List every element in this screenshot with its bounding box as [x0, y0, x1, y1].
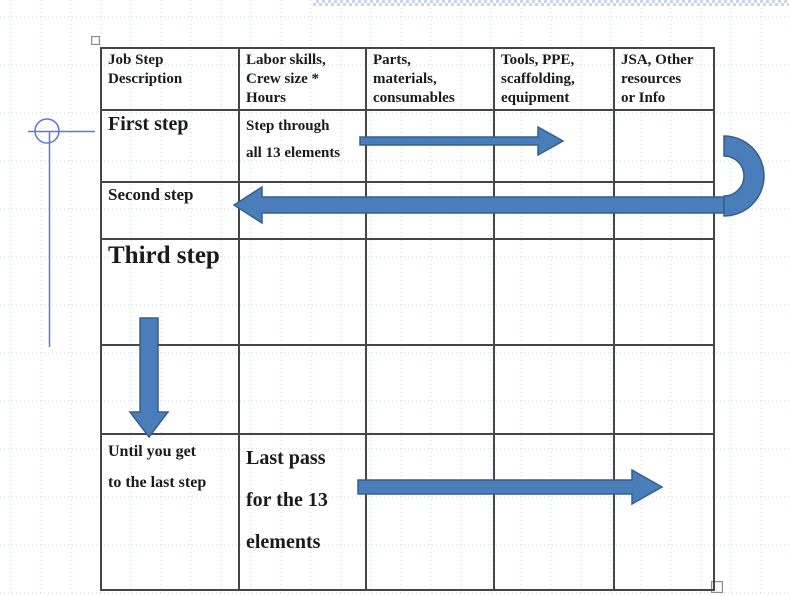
table-cell[interactable]	[238, 344, 367, 436]
header-label: Job Step Description	[108, 52, 183, 87]
flow-arrows	[128, 125, 765, 506]
header-row: Job Step Description Labor skills, Crew …	[100, 46, 715, 112]
last-pass-arrow-right-icon[interactable]	[357, 468, 664, 506]
header-label: Labor skills, Crew size * Hours	[246, 52, 326, 106]
cell-text: Third step	[108, 242, 220, 270]
header-tools-ppe[interactable]: Tools, PPE, scaffolding, equipment	[493, 46, 615, 112]
table-cell[interactable]	[238, 238, 367, 347]
cell-text: Until you get to the last step	[108, 443, 207, 491]
header-label: Parts, materials, consumables	[373, 52, 455, 106]
table-cell[interactable]	[100, 344, 240, 436]
cell-text: Step through all 13 elements	[246, 118, 341, 162]
job-step-analysis-table: Job Step Description Labor skills, Crew …	[100, 46, 715, 592]
down-arrow-icon[interactable]	[128, 317, 170, 439]
cell-text: Second step	[108, 185, 194, 205]
table-cell[interactable]	[365, 238, 495, 347]
table-cell[interactable]	[493, 238, 615, 347]
header-labor-skills[interactable]: Labor skills, Crew size * Hours	[238, 46, 367, 112]
cell-text: First step	[108, 113, 189, 136]
connector-shape[interactable]	[28, 118, 95, 347]
cell-until-last-step[interactable]: Until you get to the last step	[100, 433, 240, 592]
header-label: Tools, PPE, scaffolding, equipment	[501, 52, 575, 106]
table-row: Until you get to the last step Last pass…	[100, 433, 715, 592]
table-cell[interactable]	[613, 344, 715, 436]
table-cell[interactable]	[493, 433, 615, 592]
table-cell[interactable]	[613, 238, 715, 347]
u-turn-hook-icon[interactable]	[723, 135, 765, 217]
top-checker-strip	[313, 0, 789, 6]
table-cell[interactable]	[613, 433, 715, 592]
header-label: JSA, Other resources or Info	[621, 52, 694, 106]
table-row: First step Step through all 13 elements	[100, 109, 715, 184]
header-parts-materials[interactable]: Parts, materials, consumables	[365, 46, 495, 112]
table-cell[interactable]	[365, 344, 495, 436]
cell-last-pass-note[interactable]: Last pass for the 13 elements	[238, 433, 367, 592]
table-move-handle[interactable]	[91, 36, 100, 45]
connector-circle[interactable]	[34, 118, 60, 144]
header-jsa-other[interactable]: JSA, Other resources or Info	[613, 46, 715, 112]
step-through-arrow-right-icon[interactable]	[359, 125, 565, 157]
table-row	[100, 344, 715, 436]
cell-first-step[interactable]: First step	[100, 109, 240, 184]
table-cell[interactable]	[493, 344, 615, 436]
table-row: Third step	[100, 238, 715, 347]
cell-step-through-note[interactable]: Step through all 13 elements	[238, 109, 367, 184]
table-cell[interactable]	[365, 433, 495, 592]
table-cell[interactable]	[365, 109, 495, 184]
cell-text: Last pass for the 13 elements	[246, 447, 328, 554]
cell-third-step[interactable]: Third step	[100, 238, 240, 347]
return-arrow-left-icon[interactable]	[232, 185, 725, 225]
table-cell[interactable]	[613, 109, 715, 184]
header-job-step-description[interactable]: Job Step Description	[100, 46, 240, 112]
cell-second-step[interactable]: Second step	[100, 181, 240, 241]
